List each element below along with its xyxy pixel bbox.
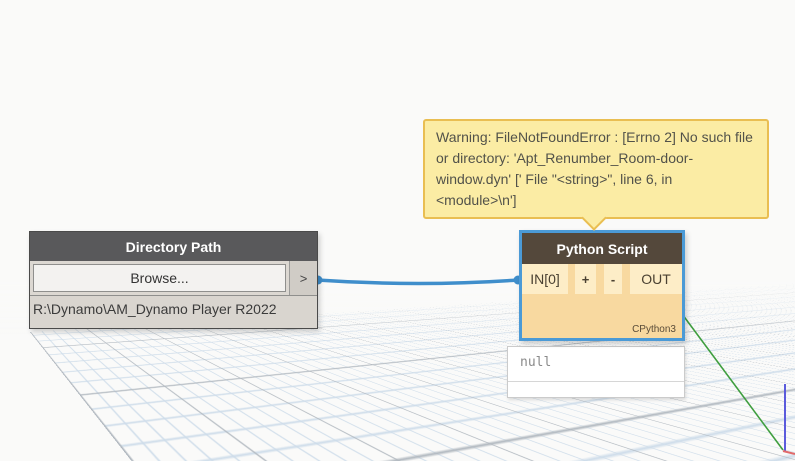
directory-path-value: R:\Dynamo\AM_Dynamo Player R2022 [30, 295, 317, 328]
directory-path-node-header[interactable]: Directory Path [30, 232, 317, 261]
python-input-port[interactable]: IN[0] [522, 264, 568, 294]
warning-balloon: Warning: FileNotFoundError : [Errno 2] N… [423, 119, 769, 231]
output-port-chevron-icon: > [299, 270, 308, 286]
x-axis-line [782, 450, 795, 455]
plus-icon: + [581, 271, 590, 287]
python-script-node-header[interactable]: Python Script [522, 233, 682, 264]
add-input-button[interactable]: + [575, 264, 596, 294]
output-preview-bubble[interactable]: null [507, 346, 685, 398]
python-script-node-body[interactable]: CPython3 [522, 294, 682, 338]
directory-path-node-title: Directory Path [125, 238, 222, 255]
directory-path-output-port[interactable]: > [289, 261, 317, 295]
python-script-node[interactable]: Python Script IN[0] + - OUT CPython3 [519, 230, 685, 341]
browse-button-label: Browse... [130, 270, 189, 286]
python-script-node-title: Python Script [556, 240, 648, 257]
directory-path-node[interactable]: Directory Path Browse... > R:\Dynamo\AM_… [29, 231, 318, 329]
python-script-ports-row: IN[0] + - OUT [522, 264, 682, 294]
python-output-port[interactable]: OUT [630, 264, 682, 294]
minus-icon: - [610, 271, 616, 287]
remove-input-button[interactable]: - [604, 264, 622, 294]
python-input-port-label: IN[0] [530, 271, 560, 287]
python-engine-label: CPython3 [632, 324, 676, 335]
preview-expand-handle[interactable] [508, 381, 684, 397]
browse-button[interactable]: Browse... [33, 264, 286, 292]
warning-text: Warning: FileNotFoundError : [Errno 2] N… [436, 129, 753, 208]
python-output-port-label: OUT [641, 271, 671, 287]
directory-path-controls-row: Browse... > [30, 261, 317, 295]
preview-value: null [520, 355, 552, 370]
connector-wire[interactable] [315, 278, 520, 286]
